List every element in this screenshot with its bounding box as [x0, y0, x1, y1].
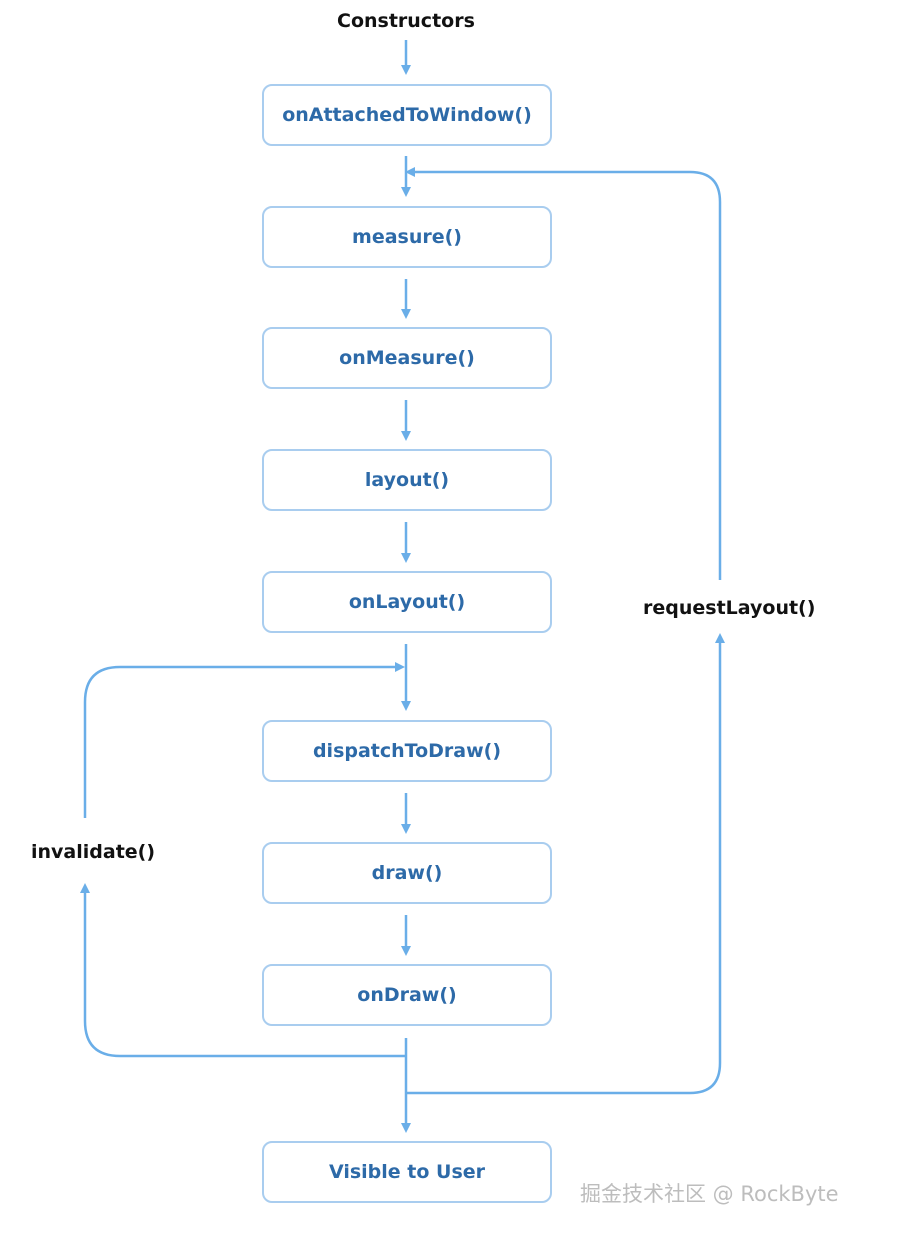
step-visible-to-user: Visible to User — [262, 1141, 552, 1203]
step-draw: draw() — [262, 842, 552, 904]
request-layout-label: requestLayout() — [643, 597, 816, 619]
watermark: 掘金技术社区 @ RockByte — [580, 1182, 839, 1206]
step-on-layout: onLayout() — [262, 571, 552, 633]
step-on-draw: onDraw() — [262, 964, 552, 1026]
step-layout: layout() — [262, 449, 552, 511]
step-measure: measure() — [262, 206, 552, 268]
invalidate-label: invalidate() — [31, 841, 156, 863]
request-layout-loop-upper — [405, 167, 722, 580]
step-dispatch-to-draw: dispatchToDraw() — [262, 720, 552, 782]
invalidate-loop-upper — [83, 662, 405, 818]
step-on-attached-to-window: onAttachedToWindow() — [262, 84, 552, 146]
constructors-label: Constructors — [337, 10, 475, 32]
request-layout-loop-lower — [406, 633, 725, 1095]
step-on-measure: onMeasure() — [262, 327, 552, 389]
invalidate-loop-lower — [80, 883, 406, 1058]
